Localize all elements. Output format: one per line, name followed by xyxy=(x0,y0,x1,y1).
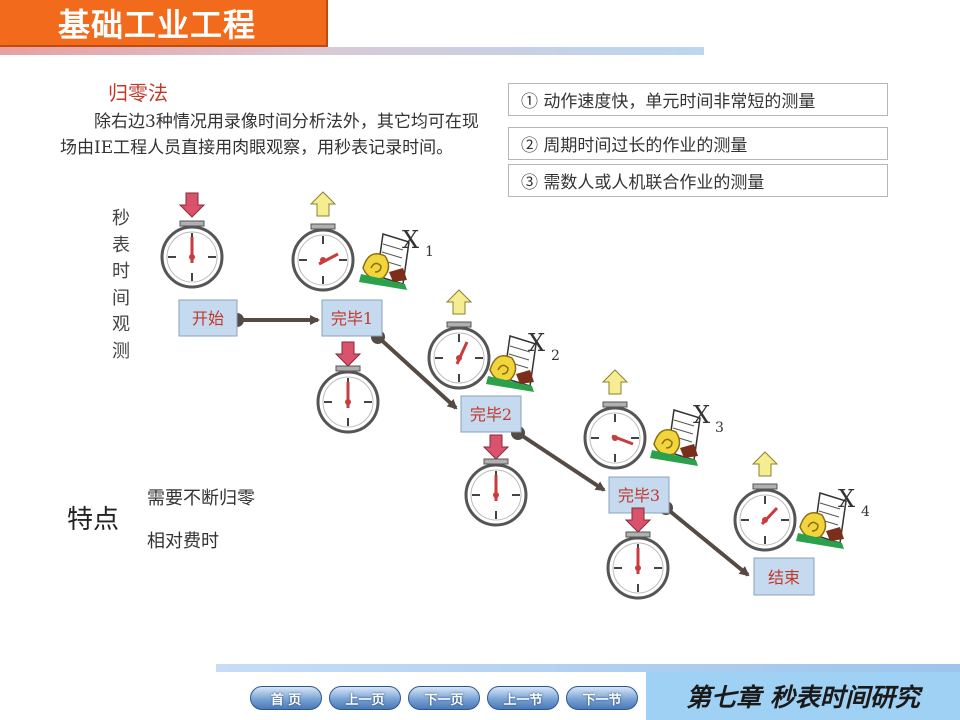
x4-label: X 4 xyxy=(838,485,870,520)
page-title: 基础工业工程 xyxy=(0,0,328,48)
title-underline xyxy=(0,47,704,55)
node-label: 结束 xyxy=(768,568,800,587)
record-notepad-icon xyxy=(796,492,847,549)
node-done-2: 完毕2 xyxy=(460,395,522,433)
node-label: 开始 xyxy=(192,309,224,328)
node-label: 完毕3 xyxy=(618,486,660,505)
footer-stripe xyxy=(216,664,960,672)
record-notepad-icon xyxy=(359,233,410,290)
features-title: 特点 xyxy=(67,505,120,535)
nav-next-section-button[interactable]: 下一节 xyxy=(566,686,638,710)
method-title: 归零法 xyxy=(108,81,168,105)
case-box-1: ① 动作速度快，单元时间非常短的测量 xyxy=(508,83,888,116)
stopwatch-icon xyxy=(733,451,797,552)
record-notepad-icon xyxy=(486,335,537,392)
x-label-main: X xyxy=(838,485,855,513)
stopwatch-icon xyxy=(291,191,355,292)
chapter-title: 第七章 秒表时间研究 xyxy=(646,672,960,720)
node-start: 开始 xyxy=(178,299,238,337)
feature-item: 相对费时 xyxy=(147,531,219,552)
x3-label: X 3 xyxy=(693,401,724,436)
x-label-sub: 3 xyxy=(715,420,724,436)
stopwatch-icon xyxy=(464,434,528,527)
x2-label: X 2 xyxy=(528,329,560,364)
vertical-label: 秒表时间观测 xyxy=(112,208,130,362)
x-label-main: X xyxy=(693,401,710,429)
x-label-sub: 2 xyxy=(551,348,560,364)
x-label-sub: 4 xyxy=(861,504,870,520)
stopwatch-icon xyxy=(606,507,670,600)
x-label-main: X xyxy=(402,226,419,254)
stopwatch-icon xyxy=(316,341,380,434)
case-box-2: ② 周期时间过长的作业的测量 xyxy=(508,127,888,160)
x1-label: X 1 xyxy=(402,226,434,260)
nav-next-page-button[interactable]: 下一页 xyxy=(408,686,480,710)
feature-item: 需要不断归零 xyxy=(147,488,255,509)
case-box-3: ③ 需数人或人机联合作业的测量 xyxy=(508,164,888,197)
x-label-main: X xyxy=(528,329,545,357)
node-end: 结束 xyxy=(753,557,815,596)
nav-prev-page-button[interactable]: 上一页 xyxy=(329,686,401,710)
x-label-sub: 1 xyxy=(425,244,434,260)
node-done-1: 完毕1 xyxy=(321,299,383,337)
stopwatch-icon xyxy=(583,369,647,470)
record-notepad-icon xyxy=(650,409,701,466)
method-intro: 除右边3种情况用录像时间分析法外，其它均可在现场由IE工程人员直接用肉眼观察，用… xyxy=(60,112,479,158)
stopwatch-icon xyxy=(427,289,491,390)
node-label: 完毕2 xyxy=(470,405,512,424)
stopwatch-icon xyxy=(160,192,224,289)
node-done-3: 完毕3 xyxy=(608,476,670,514)
node-label: 完毕1 xyxy=(331,309,373,328)
nav-prev-section-button[interactable]: 上一节 xyxy=(487,686,559,710)
nav-home-button[interactable]: 首 页 xyxy=(250,686,322,710)
